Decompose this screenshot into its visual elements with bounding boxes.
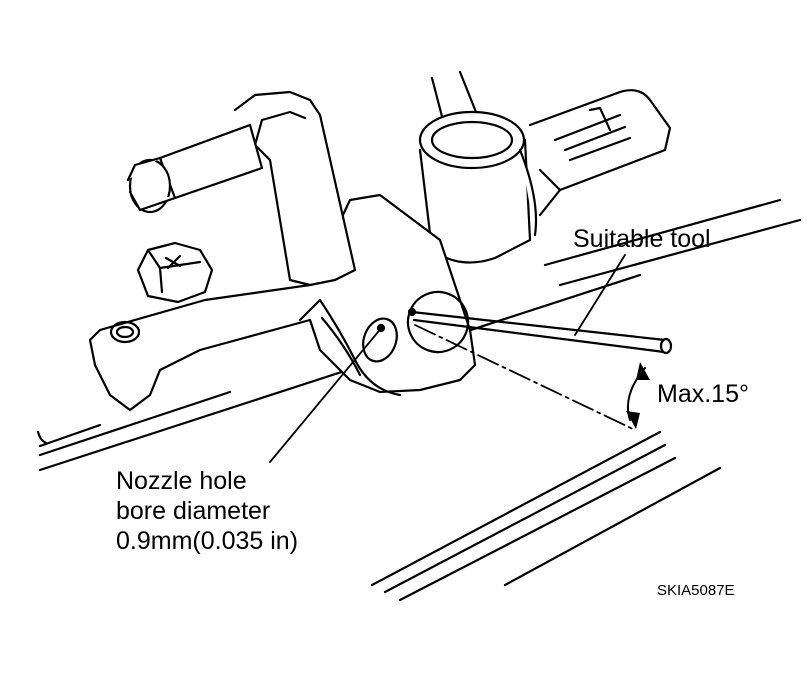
nozzle-body <box>88 90 477 412</box>
max-angle-label: Max.15° <box>657 380 749 408</box>
mounting-hole <box>109 320 141 344</box>
suitable-tool-label: Suitable tool <box>573 225 711 253</box>
nozzle-label-line-2: bore diameter <box>116 497 271 525</box>
nozzle-label-line-1: Nozzle hole <box>116 467 247 495</box>
leader-lines <box>269 254 626 463</box>
body-panel-lines <box>36 198 802 602</box>
reference-axis <box>414 324 636 431</box>
suitable-tool <box>410 310 673 355</box>
mounting-bolt <box>136 241 214 304</box>
rear-connector <box>528 89 672 217</box>
nozzle-hole-label: Nozzle hole bore diameter 0.9mm(0.035 in… <box>116 466 298 556</box>
figure-code: SKIA5087E <box>657 582 735 599</box>
angle-indicator <box>626 362 650 429</box>
nozzle-label-line-3: 0.9mm(0.035 in) <box>116 527 299 555</box>
